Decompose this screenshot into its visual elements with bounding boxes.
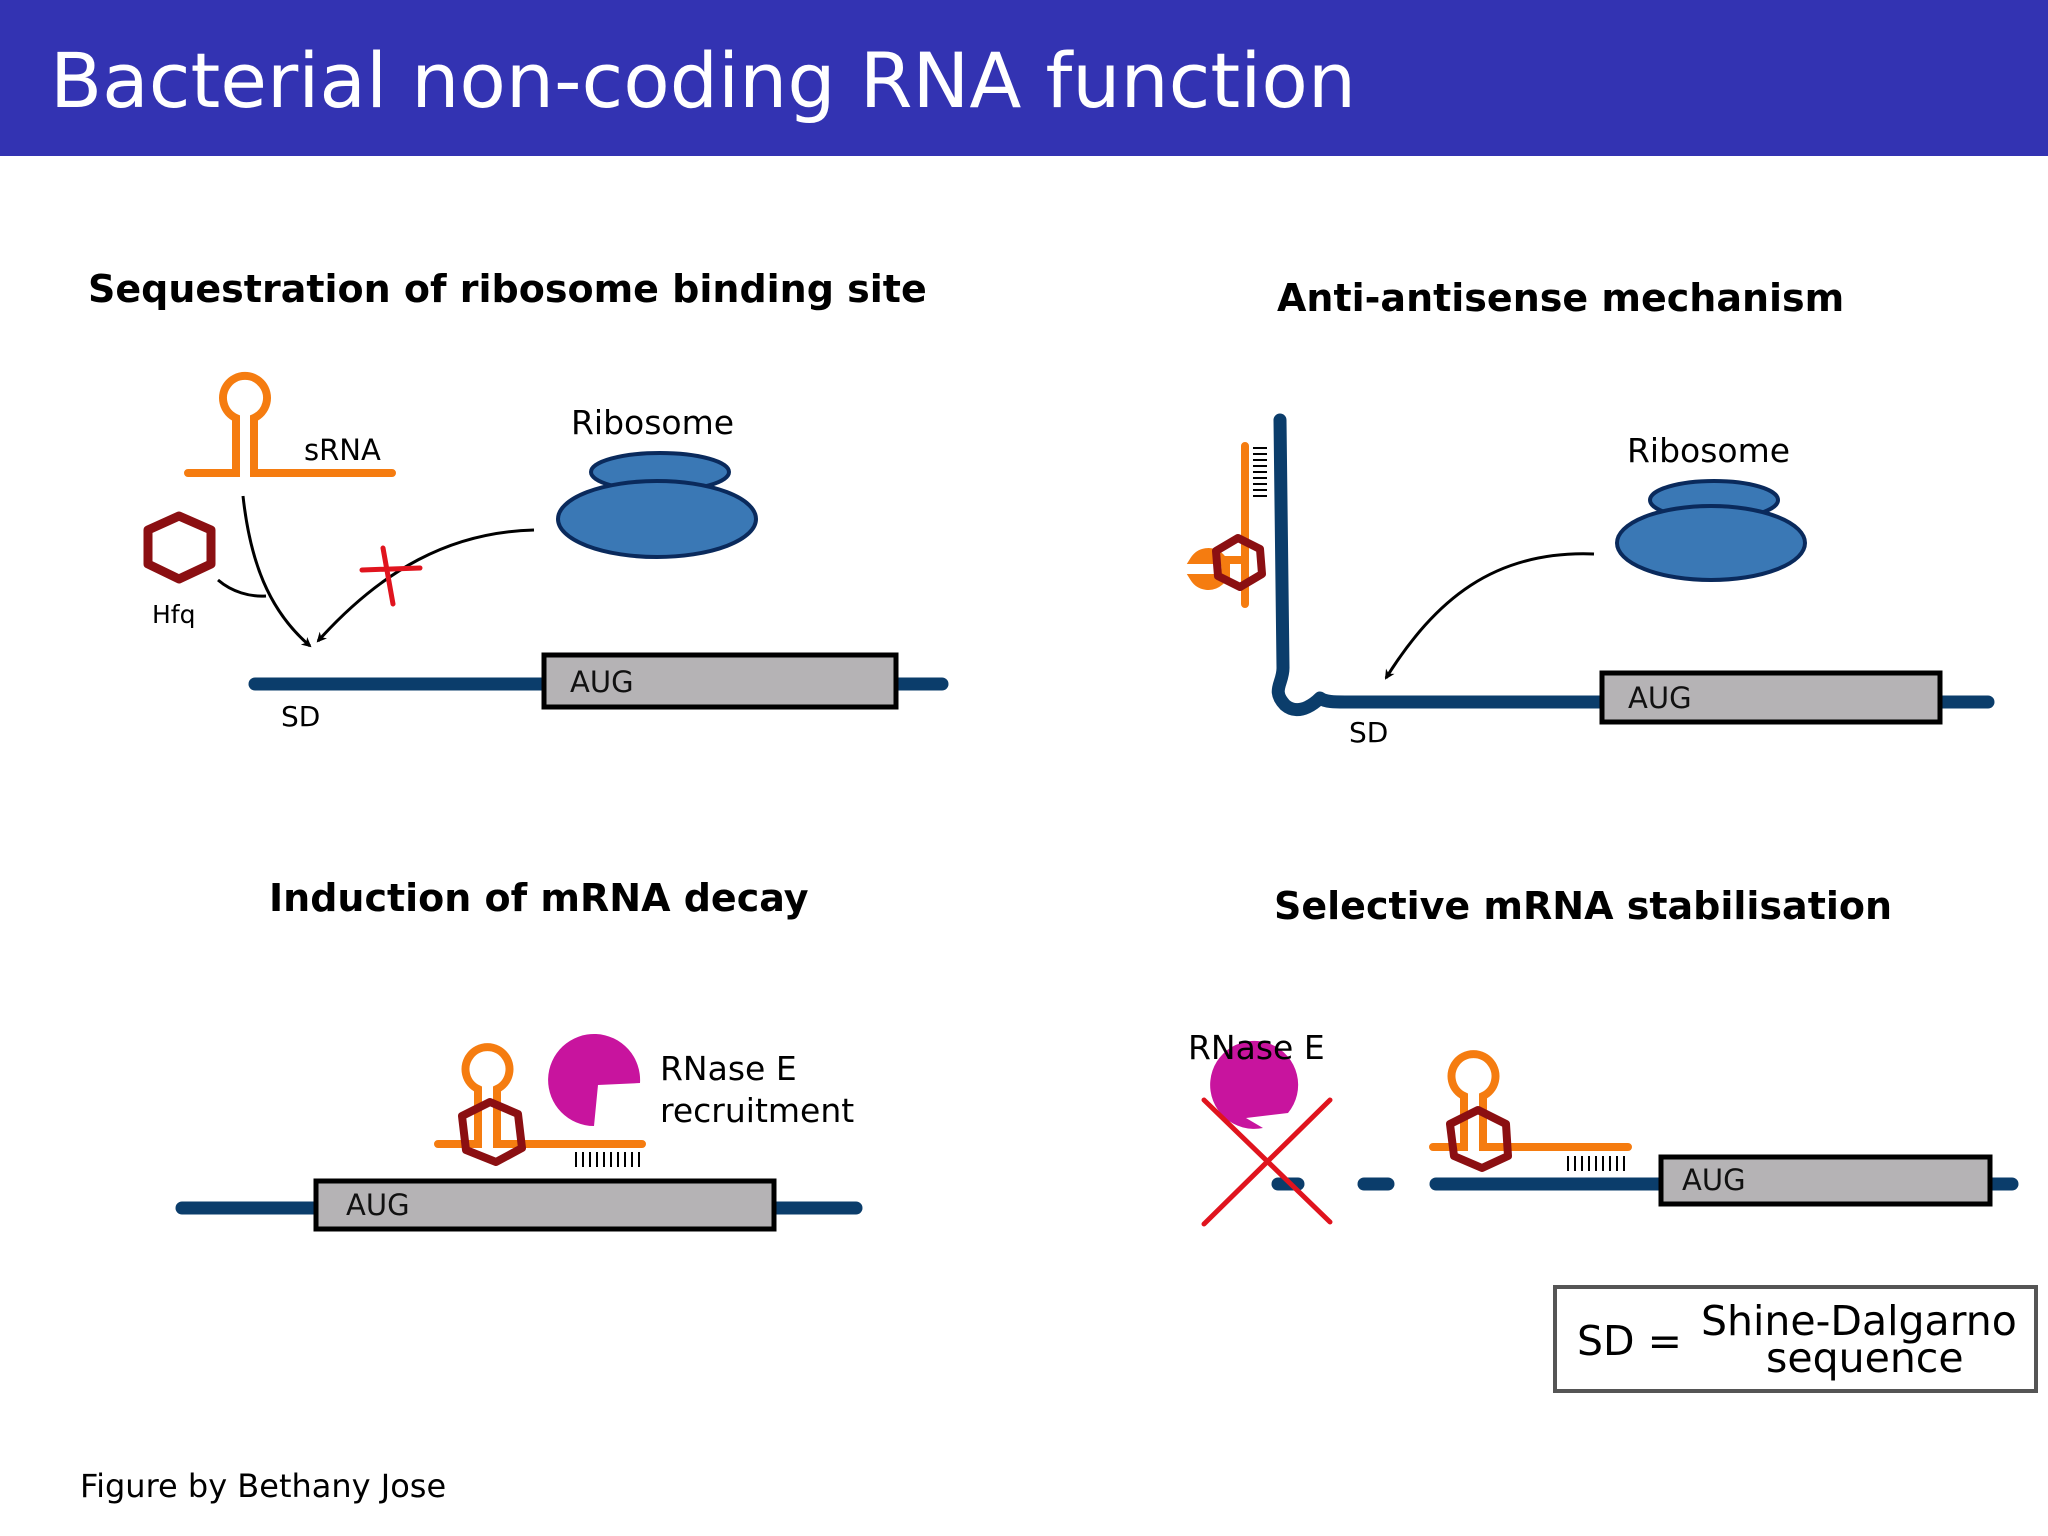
ribosome-icon (1615, 479, 1807, 582)
panel-anti-antisense: Anti-antisense mechanism AUG SD Ribosome (1186, 276, 1995, 749)
ribosome-label: Ribosome (1627, 431, 1790, 470)
figure-credit: Figure by Bethany Jose (80, 1467, 447, 1505)
ribosome-blocked-arrow (316, 528, 535, 643)
srna-binding-arrow (241, 495, 312, 648)
slide-title: Bacterial non-coding RNA function (50, 36, 1356, 125)
base-pairing-ticks (1567, 1156, 1625, 1171)
title-bar: Bacterial non-coding RNA function (0, 0, 2048, 156)
rnase-label-line2: recruitment (660, 1091, 854, 1130)
srna-label: sRNA (304, 433, 381, 467)
srna-hairpin (1429, 1050, 1632, 1151)
hfq-hexagon-icon (1446, 1106, 1512, 1172)
panel-title: Sequestration of ribosome binding site (88, 267, 927, 311)
hfq-hexagon-icon (1212, 534, 1266, 591)
base-pairing-ticks (1253, 447, 1267, 497)
legend-definition-line1: Shine-Dalgarno (1701, 1297, 2017, 1345)
block-cross-icon (1201, 1097, 1333, 1227)
aug-label: AUG (346, 1188, 410, 1222)
aug-label: AUG (570, 665, 634, 699)
rnase-label: RNase E (1188, 1028, 1325, 1067)
base-pairing-ticks (575, 1152, 640, 1167)
ribosome-label: Ribosome (571, 403, 734, 442)
panel-stabilisation: Selective mRNA stabilisation AUG RNase E (1188, 884, 2019, 1227)
ribosome-icon (556, 451, 758, 559)
gene-box (1658, 1154, 1993, 1207)
srna-strand (1186, 442, 1249, 608)
legend-box: SD = Shine-Dalgarno sequence (1553, 1285, 2038, 1393)
aug-label: AUG (1682, 1163, 1746, 1197)
sd-label: SD (281, 700, 320, 733)
sd-label: SD (1349, 716, 1388, 749)
block-cross-icon (359, 545, 423, 607)
panel-sequestration: Sequestration of ribosome binding site A… (88, 267, 949, 733)
gene-box (1599, 670, 1943, 725)
gene-box (541, 652, 899, 710)
ribosome-arrow (1384, 552, 1595, 680)
rnase-label-line1: RNase E (660, 1049, 797, 1088)
hfq-hexagon-icon (458, 1098, 526, 1166)
hfq-connector (217, 578, 267, 598)
legend-definition-line2: sequence (1766, 1334, 1964, 1382)
srna-hairpin (184, 372, 396, 477)
gene-box (313, 1178, 777, 1232)
panel-mrna-decay: Induction of mRNA decay AUG RNase E recr… (175, 876, 863, 1232)
aug-label: AUG (1628, 681, 1692, 715)
hfq-label: Hfq (152, 600, 195, 629)
rnase-e-icon (548, 1034, 641, 1126)
panel-title: Anti-antisense mechanism (1277, 276, 1844, 320)
hfq-hexagon-icon (143, 511, 216, 584)
legend-abbreviation: SD = (1577, 1317, 1682, 1365)
srna-hairpin (434, 1043, 646, 1148)
rnase-e-icon (1210, 1040, 1299, 1129)
mrna-strand (1271, 413, 1995, 717)
panel-title: Induction of mRNA decay (269, 876, 809, 920)
panel-title: Selective mRNA stabilisation (1274, 884, 1892, 928)
